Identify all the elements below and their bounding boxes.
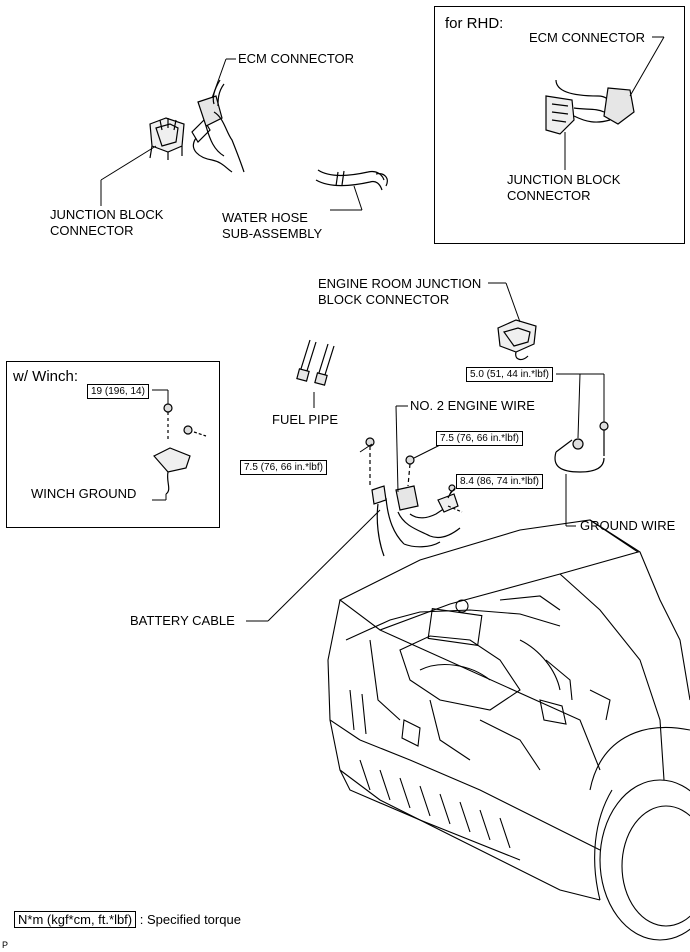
winch-ground-illustration	[153, 403, 207, 495]
engine-room-junction-connector-illustration	[497, 319, 537, 361]
ground-wire-illustration	[554, 421, 609, 473]
ground-wire-torque: 5.0 (51, 44 in.*lbf)	[466, 367, 553, 382]
figure-code: P	[2, 940, 9, 950]
rhd-ecm-connector-illustration	[545, 79, 635, 135]
ecm-connector-illustration	[191, 79, 245, 173]
junction-block-connector-illustration	[149, 117, 185, 160]
fuel-pipe-illustration	[296, 339, 335, 386]
nut-right-torque: 7.5 (76, 66 in.*lbf)	[436, 431, 523, 446]
winch-torque: 19 (196, 14)	[87, 384, 149, 399]
winch-inset-title: w/ Winch:	[13, 368, 79, 385]
water-hose-label: WATER HOSE SUB-ASSEMBLY	[222, 210, 323, 241]
fuel-pipe-label: FUEL PIPE	[272, 412, 338, 427]
no2-engine-wire-label: NO. 2 ENGINE WIRE	[410, 398, 535, 413]
winch-inset-box: w/ Winch: 19 (196, 14) WINCH GROUND	[6, 361, 220, 528]
water-hose-illustration	[315, 169, 388, 191]
bolt-right-torque: 8.4 (86, 74 in.*lbf)	[456, 474, 543, 489]
rhd-inset-box: for RHD: ECM CONNECTOR JUNCTION BLOCK CO…	[434, 6, 685, 244]
rhd-junction-block-connector-label: JUNCTION BLOCK CONNECTOR	[507, 172, 621, 203]
engine-room-junction-label: ENGINE ROOM JUNCTION BLOCK CONNECTOR	[318, 276, 482, 307]
rhd-ecm-connector-label: ECM CONNECTOR	[529, 30, 646, 45]
winch-ground-label: WINCH GROUND	[31, 486, 137, 501]
battery-cable-label: BATTERY CABLE	[130, 613, 235, 628]
ground-wire-label: GROUND WIRE	[580, 518, 676, 533]
nut-left-torque: 7.5 (76, 66 in.*lbf)	[240, 460, 327, 475]
torque-legend-text: : Specified torque	[139, 912, 241, 927]
torque-legend: N*m (kgf*cm, ft.*lbf) : Specified torque	[14, 911, 241, 928]
vehicle-front-illustration	[327, 519, 690, 941]
rhd-inset-title: for RHD:	[445, 15, 504, 32]
engine-wire-harness-illustration	[365, 437, 463, 557]
torque-legend-key: N*m (kgf*cm, ft.*lbf)	[14, 911, 137, 928]
junction-block-connector-label: JUNCTION BLOCK CONNECTOR	[50, 207, 164, 238]
ecm-connector-label: ECM CONNECTOR	[238, 51, 355, 66]
